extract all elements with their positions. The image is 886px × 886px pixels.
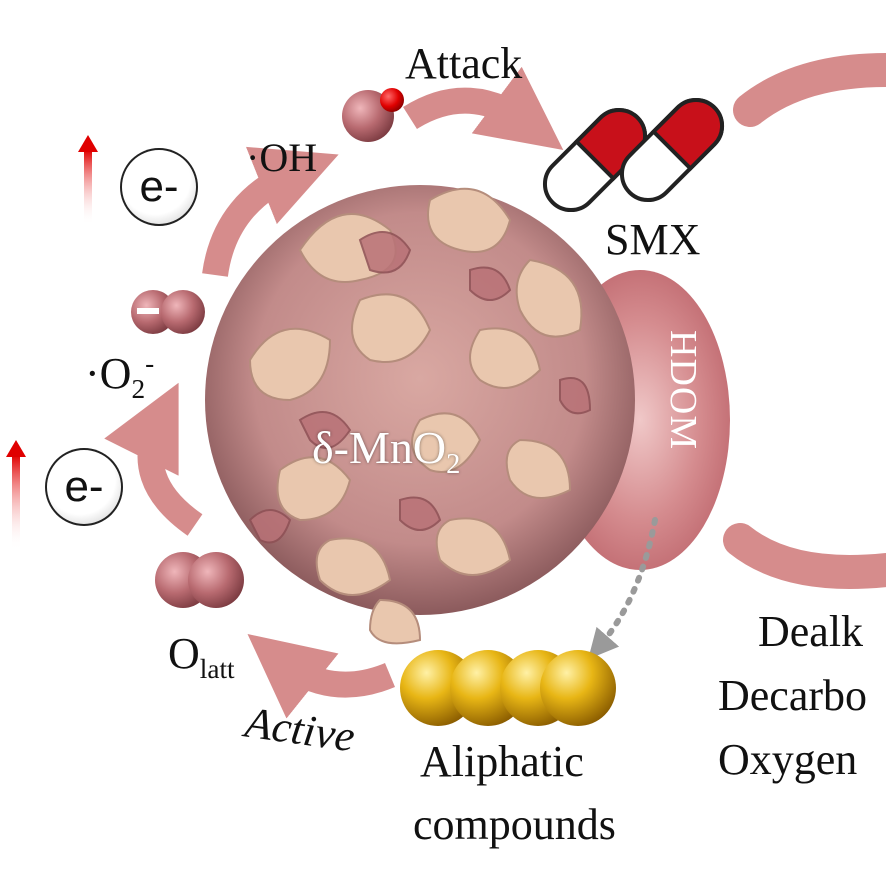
right-arc-top <box>733 53 886 127</box>
up-arrow-bottom-head <box>6 440 26 457</box>
arrow-active <box>247 634 395 719</box>
gold-sphere-4 <box>540 650 616 726</box>
olatt-label: Olatt <box>168 629 235 683</box>
electron-top: e- <box>120 148 198 226</box>
arrow-to-o2 <box>104 382 203 536</box>
right-text-line2: Decarbo <box>718 671 868 720</box>
up-arrow-top-head <box>78 135 98 152</box>
oh-hydrogen <box>380 88 404 112</box>
superoxide-sup: - <box>145 348 155 379</box>
catalyst-sub: 2 <box>446 449 461 481</box>
right-text-line3: Oxygen <box>718 735 858 784</box>
o2-sphere-right <box>161 290 205 334</box>
minus-mark <box>137 308 159 314</box>
right-text-line1: Dealk <box>758 607 864 656</box>
dotted-arrow <box>588 517 658 660</box>
electron-top-label: e- <box>139 162 179 211</box>
capsule-icon-right <box>619 97 725 203</box>
aliphatic-line2: compounds <box>413 800 616 849</box>
olatt-sub: latt <box>199 653 235 684</box>
up-arrow-bottom-shaft <box>12 455 20 550</box>
catalyst-main: δ-MnO <box>312 422 447 473</box>
oh-radical-label: ·OH <box>246 135 318 180</box>
up-arrow-top-shaft <box>84 150 92 225</box>
aliphatic-line1: Aliphatic <box>420 737 584 786</box>
right-arc-bottom <box>723 523 886 589</box>
attack-label: Attack <box>405 39 523 88</box>
catalyst-particle <box>205 185 635 645</box>
olatt-sphere-right <box>188 552 244 608</box>
superoxide-main: ·O <box>85 349 132 398</box>
electron-bottom: e- <box>45 448 123 526</box>
electron-bottom-label: e- <box>64 462 104 511</box>
olatt-main: O <box>168 629 200 678</box>
catalyst-label: δ-MnO2 <box>312 422 460 479</box>
hdom-label: HDOM <box>662 330 704 451</box>
smx-label: SMX <box>605 215 701 264</box>
superoxide-sub: 2 <box>131 373 146 404</box>
arrow-to-oh <box>202 146 339 278</box>
superoxide-label: ·O2- <box>85 349 154 403</box>
arrow-attack <box>403 66 564 150</box>
